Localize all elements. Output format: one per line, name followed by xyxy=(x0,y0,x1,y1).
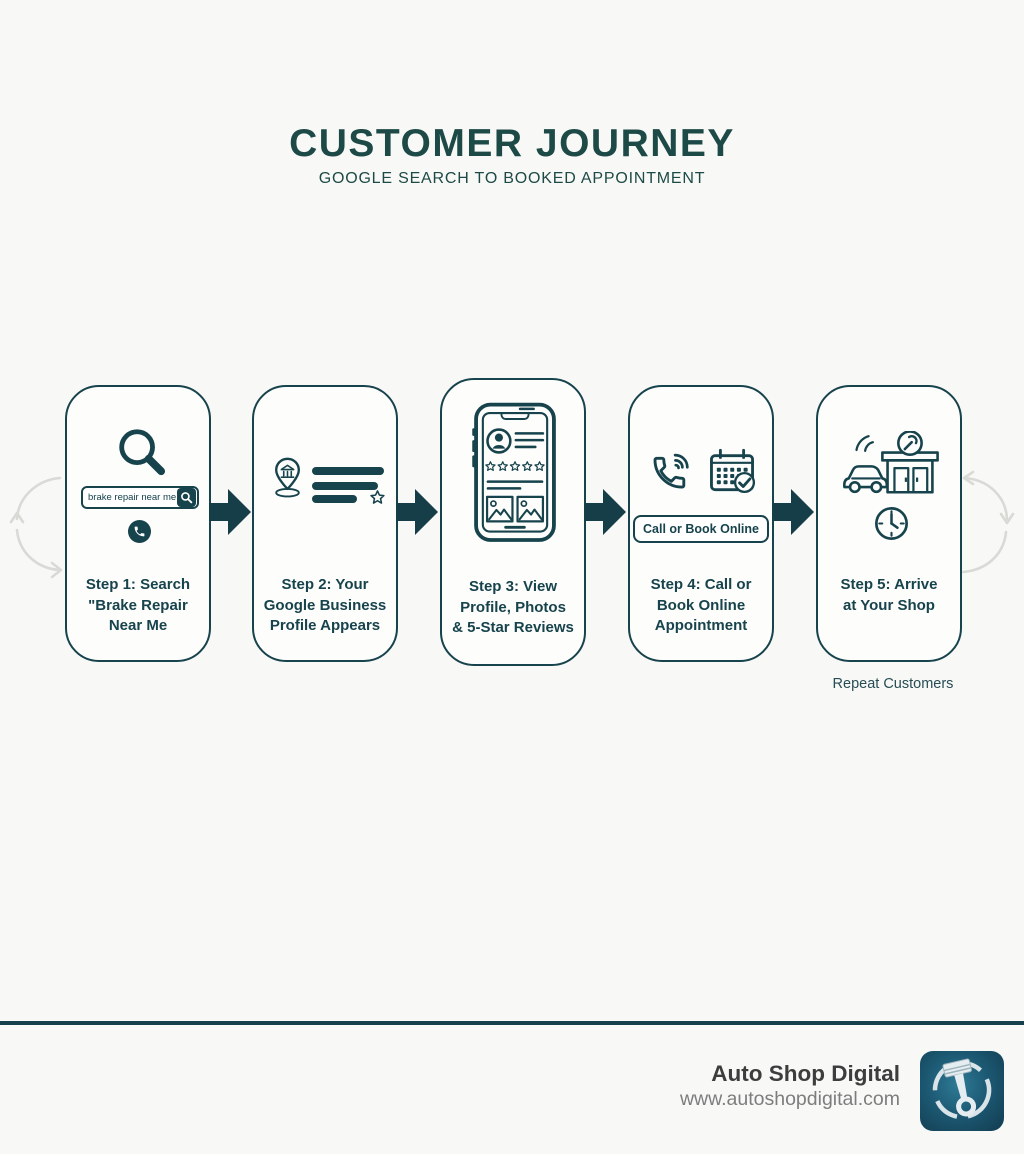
step-card-3: Step 3: View Profile, Photos & 5-Star Re… xyxy=(440,378,586,666)
phone-badge xyxy=(128,520,151,543)
step-2-label: Step 2: Your Google Business Profile App… xyxy=(263,576,387,634)
magnifier-icon xyxy=(119,429,166,476)
search-bar: brake repair near me xyxy=(81,486,199,509)
photo-thumbnail-icon xyxy=(516,495,545,523)
repeat-loop-left-arrow xyxy=(9,476,63,579)
page-subtitle: GOOGLE SEARCH TO BOOKED APPOINTMENT xyxy=(318,170,706,187)
search-input-value: brake repair near me xyxy=(88,492,177,503)
piston-logo-icon xyxy=(932,1058,992,1120)
phone-call-icon xyxy=(653,453,689,489)
map-pin-business-icon xyxy=(275,457,300,498)
step-card-4: Call or Book Online Step 4: Call or Book… xyxy=(628,385,774,662)
repeat-customers-label: Repeat Customers xyxy=(832,676,954,692)
page-title: CUSTOMER JOURNEY xyxy=(289,122,735,165)
flow-arrow-1 xyxy=(209,489,251,535)
flow-arrow-3 xyxy=(584,489,626,535)
auto-shop-icon xyxy=(843,431,939,494)
step-card-5: Step 5: Arrive at Your Shop xyxy=(816,385,962,662)
clock-icon xyxy=(875,507,908,540)
flow-arrow-2 xyxy=(396,489,438,535)
footer-divider xyxy=(0,1021,1024,1025)
footer-url: www.autoshopdigital.com xyxy=(679,1088,900,1110)
flow-arrow-4 xyxy=(772,489,814,535)
call-or-book-button: Call or Book Online xyxy=(633,515,769,543)
photo-thumbnail-icon xyxy=(485,495,514,523)
footer-brand: Auto Shop Digital xyxy=(711,1061,900,1086)
result-line-2 xyxy=(312,482,378,490)
result-line-1 xyxy=(312,467,384,475)
calendar-check-icon xyxy=(710,448,756,494)
auto-shop-digital-logo xyxy=(920,1051,1004,1131)
star-icon xyxy=(370,490,385,504)
step-1-label: Step 1: Search "Brake Repair Near Me xyxy=(85,576,191,634)
search-button xyxy=(177,488,196,507)
step-4-label: Step 4: Call or Book Online Appointment xyxy=(650,576,752,634)
footer-text: Auto Shop Digital www.autoshopdigital.co… xyxy=(680,1060,900,1111)
step-card-1: brake repair near me Step 1: Search "Bra… xyxy=(65,385,211,662)
smartphone-profile-icon xyxy=(472,402,556,542)
repeat-loop-right-arrow xyxy=(961,470,1015,574)
step-3-label: Step 3: View Profile, Photos & 5-Star Re… xyxy=(452,578,574,636)
search-button-icon xyxy=(181,492,193,504)
five-star-rating-icon xyxy=(485,461,545,471)
result-line-3 xyxy=(312,495,357,503)
step-card-2: Step 2: Your Google Business Profile App… xyxy=(252,385,398,662)
avatar-icon xyxy=(486,428,512,454)
step-5-label: Step 5: Arrive at Your Shop xyxy=(840,576,938,614)
phone-call-icon xyxy=(134,526,145,537)
